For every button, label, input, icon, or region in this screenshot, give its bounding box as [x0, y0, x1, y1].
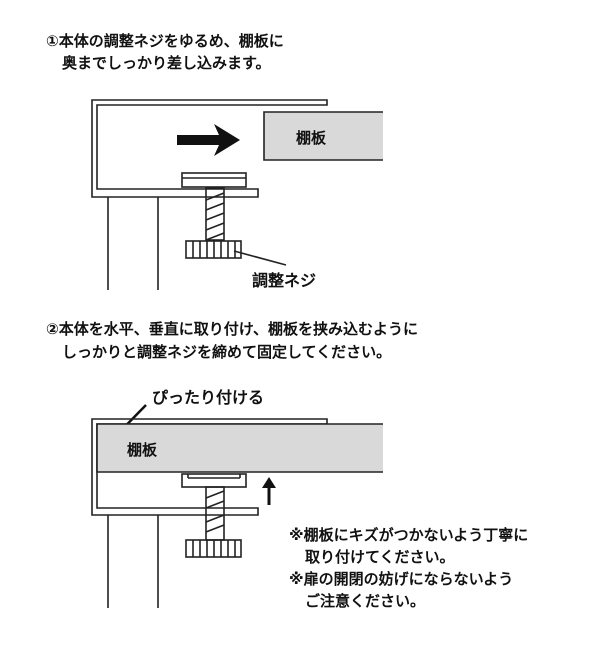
note-2-line2: ご注意ください。	[305, 592, 425, 610]
step2-instruction-line2: しっかりと調整ネジを締めて固定してください。	[62, 343, 391, 361]
note-2-line1: ※扉の開閉の妨げにならないよう	[289, 570, 513, 588]
adjust-screw-label: 調整ネジ	[252, 271, 316, 290]
fit-flush-label: ぴったり付ける	[152, 388, 264, 407]
step1-instruction-line2: 奥までしっかり差し込みます。	[62, 54, 271, 72]
step1-bracket	[91, 99, 328, 290]
note-1-line2: 取り付けてください。	[305, 548, 455, 566]
up-arrow-icon	[262, 477, 276, 505]
step1-shelf-board: 棚板	[263, 111, 383, 161]
step2-shelf-label: 棚板	[127, 441, 158, 459]
step1-adjust-screw	[181, 172, 287, 266]
step2-instruction-line1: ②本体を水平、垂直に取り付け、棚板を挟み込むように	[46, 320, 418, 338]
step1-shelf-label: 棚板	[296, 129, 327, 147]
step2-adjust-screw	[181, 473, 247, 558]
step1-instruction-line1: ①本体の調整ネジをゆるめ、棚板に	[46, 32, 284, 50]
note-1-line1: ※棚板にキズがつかないよう丁寧に	[289, 526, 528, 544]
step2-shelf-board: 棚板	[96, 423, 383, 473]
right-arrow-icon	[177, 124, 240, 156]
